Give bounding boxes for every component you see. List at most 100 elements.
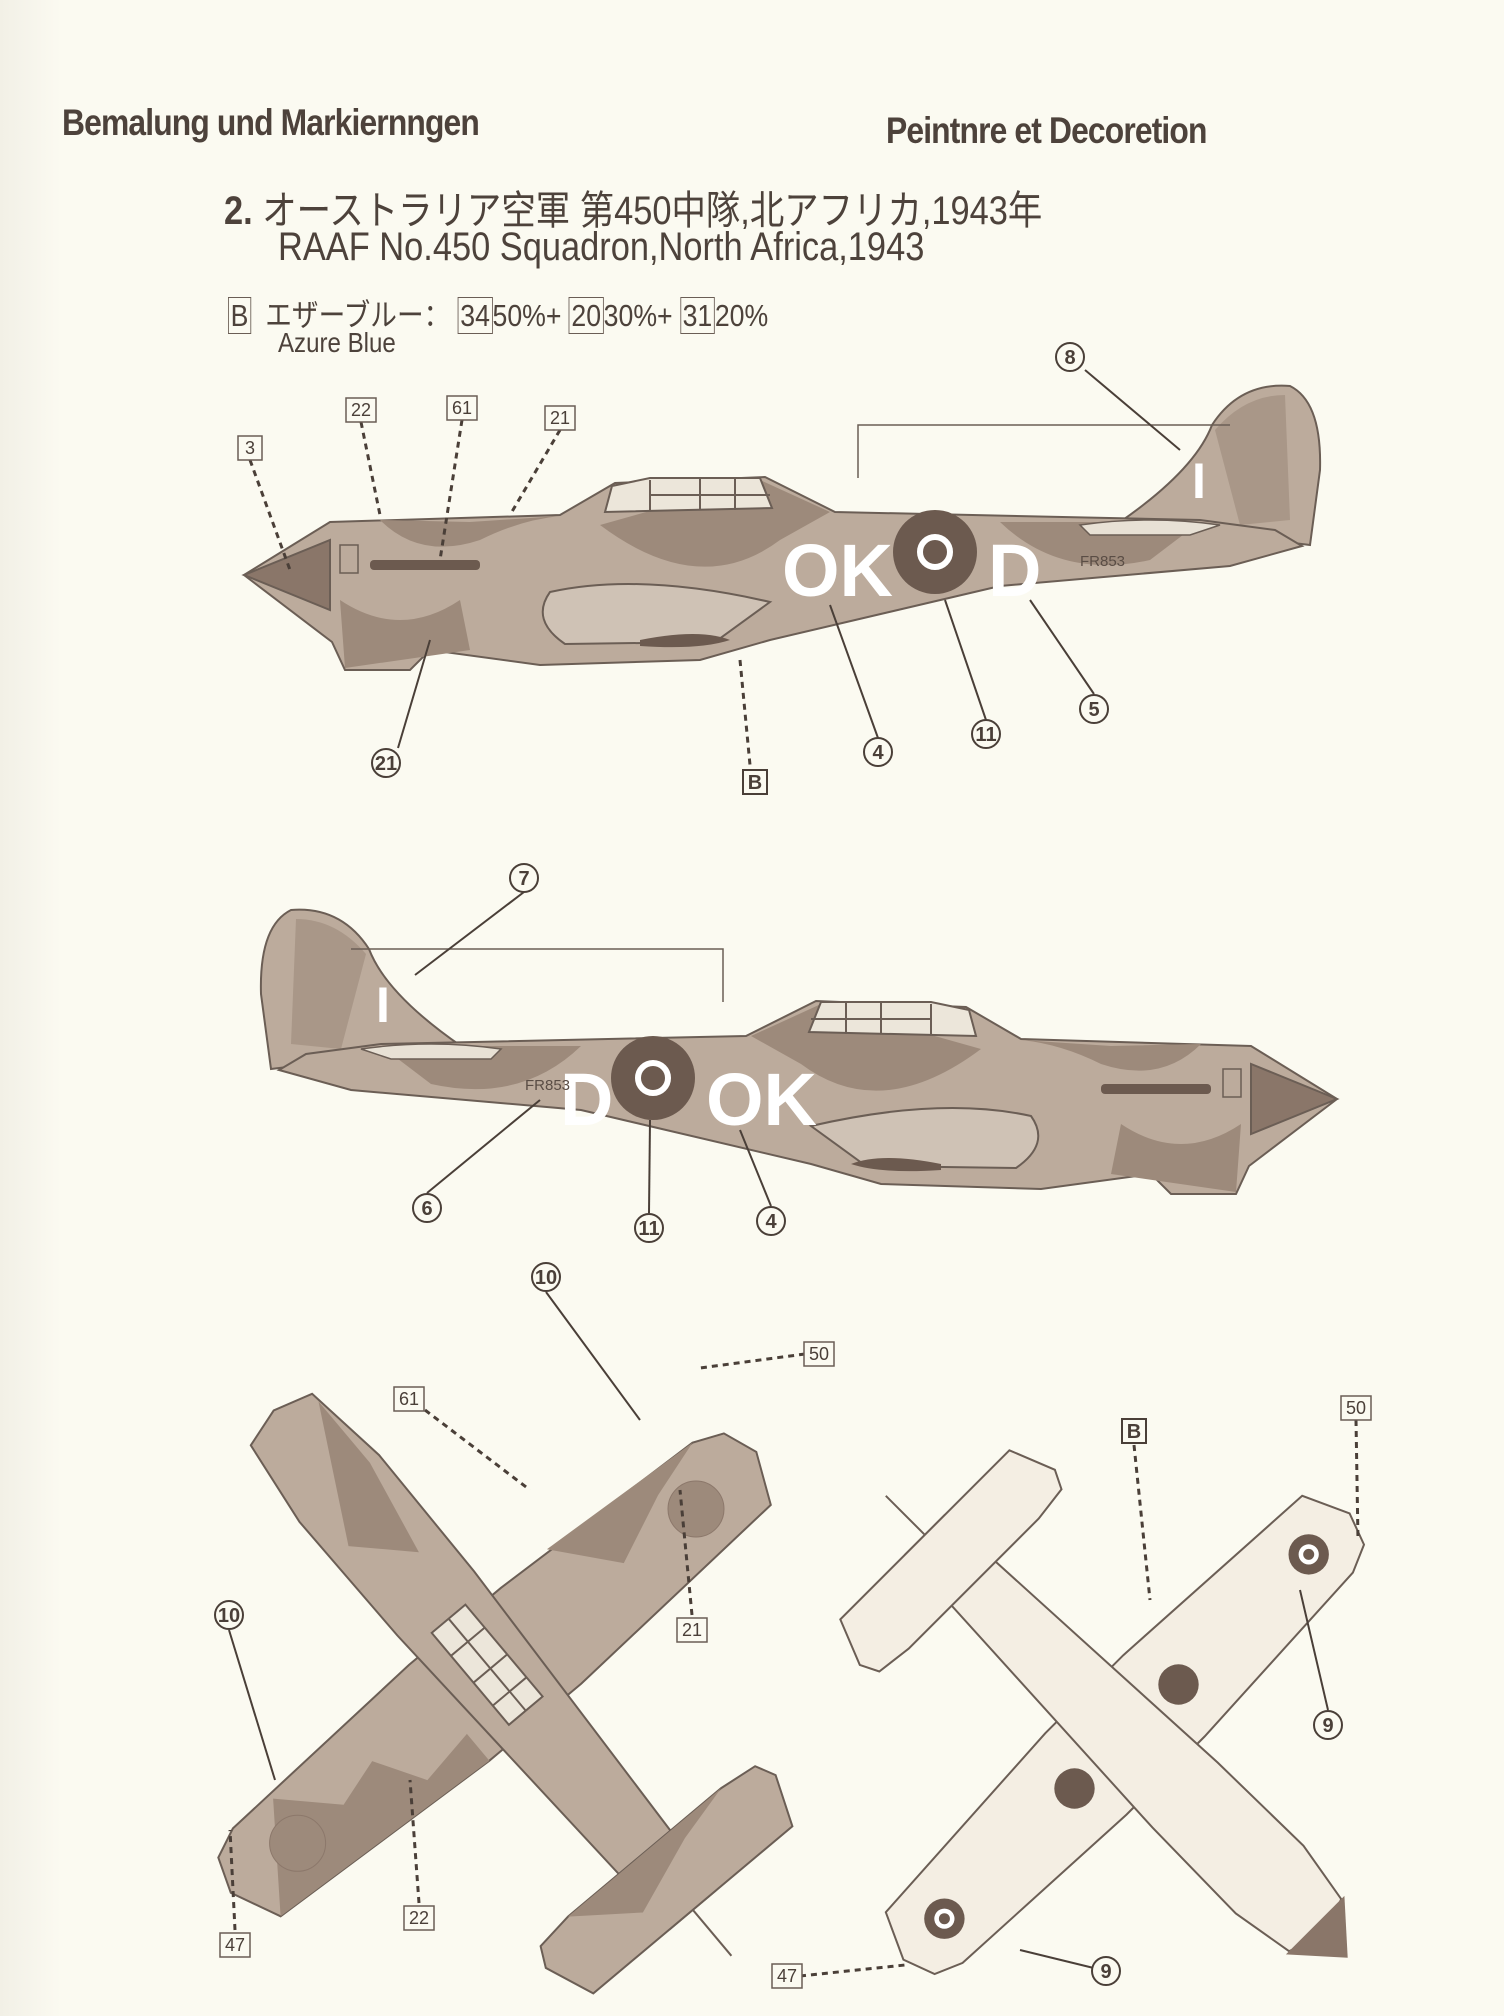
- svg-text:3: 3: [245, 438, 255, 458]
- svg-text:11: 11: [638, 1218, 659, 1240]
- paint-code: 20: [568, 297, 604, 334]
- svg-text:4: 4: [765, 1211, 777, 1233]
- svg-text:22: 22: [351, 400, 371, 420]
- dashed-leader-lines: [228, 419, 1360, 1978]
- scan-edge-shadow: [0, 0, 62, 2016]
- callout-4: 4: [863, 737, 893, 767]
- callout-9: 9: [1313, 1710, 1343, 1740]
- squadron-code: OK: [782, 529, 893, 612]
- paint-callout-22: 22: [345, 397, 377, 423]
- scheme-title-en: RAAF No.450 Squadron,North Africa,1943: [278, 225, 925, 269]
- paint-pct: 30%+: [603, 298, 673, 333]
- svg-text:7: 7: [518, 868, 529, 890]
- svg-text:61: 61: [399, 1389, 419, 1409]
- panel-line: [885, 1495, 926, 1536]
- wing-roundel: [269, 1814, 327, 1872]
- svg-text:22: 22: [409, 1908, 429, 1928]
- title-jp-text: オーストラリア空軍 第450中隊,北アフリカ,1943年: [262, 189, 1043, 233]
- panel-line: [692, 1909, 733, 1957]
- roundel-center: [938, 1913, 950, 1925]
- svg-text:50: 50: [809, 1344, 829, 1364]
- top-view: [217, 1392, 794, 1995]
- callout-9: 9: [1091, 1956, 1121, 1986]
- callout-8: 8: [1055, 342, 1085, 372]
- camo-patch: [318, 1401, 419, 1553]
- color-name-en: Azure Blue: [278, 327, 396, 358]
- roundel-center: [1303, 1548, 1315, 1560]
- callout-7: 7: [509, 863, 539, 893]
- svg-text:9: 9: [1322, 1715, 1333, 1737]
- panel-line: [447, 1618, 527, 1712]
- serial-number: FR853: [525, 1077, 570, 1094]
- paint-callouts: 3 22 61 21 50 61 21 22 47 50 47: [219, 395, 1372, 1989]
- svg-text:B: B: [1127, 1421, 1141, 1443]
- callout-5: 5: [1079, 694, 1109, 724]
- paint-pct: 50%+: [492, 298, 562, 333]
- camo-patch: [273, 1733, 490, 1917]
- svg-text:21: 21: [375, 753, 397, 775]
- svg-text:9: 9: [1100, 1961, 1111, 1983]
- paint-callout-22: 22: [403, 1905, 435, 1931]
- aircraft-letter: D: [988, 529, 1041, 612]
- callout-21: 21: [371, 748, 401, 778]
- paint-callout-50: 50: [803, 1341, 835, 1367]
- bottom-view: [839, 1449, 1366, 1976]
- svg-text:6: 6: [421, 1198, 432, 1220]
- scheme-number: 2.: [224, 189, 253, 233]
- callout-b: B: [742, 769, 768, 795]
- callout-6: 6: [412, 1193, 442, 1223]
- svg-text:10: 10: [535, 1267, 557, 1289]
- paint-callout-21: 21: [676, 1617, 708, 1643]
- callout-4: 4: [756, 1206, 786, 1236]
- fin-letter: I: [1192, 453, 1206, 509]
- color-key-b: B: [228, 297, 251, 334]
- aircraft-letter: D: [560, 1058, 613, 1141]
- wing-roundel: [1054, 1768, 1095, 1809]
- wing-roundel: [667, 1480, 725, 1538]
- spinner: [1285, 1895, 1348, 1958]
- side-view-port: D OK FR853 I: [259, 908, 1338, 1195]
- paint-callout-61: 61: [393, 1386, 425, 1412]
- callout-10: 10: [531, 1262, 561, 1292]
- paint-callout-3: 3: [237, 435, 263, 461]
- paint-callout-50: 50: [1340, 1395, 1372, 1421]
- color-name-jp: エザーブルー：: [265, 298, 451, 333]
- paint-pct: 20%: [714, 298, 769, 333]
- roundel: [893, 510, 977, 594]
- roundel-center: [635, 1060, 671, 1096]
- callout-10: 10: [214, 1600, 244, 1630]
- paint-callout-47: 47: [771, 1963, 803, 1989]
- callout-11: 11: [634, 1213, 664, 1243]
- scheme-title-jp: 2. オーストラリア空軍 第450中隊,北アフリカ,1943年: [224, 178, 1042, 236]
- svg-text:4: 4: [872, 742, 884, 764]
- header-german: Bemalung und Markiernngen: [62, 102, 480, 143]
- svg-text:8: 8: [1064, 347, 1075, 369]
- paint-callout-47: 47: [219, 1932, 251, 1958]
- svg-text:61: 61: [452, 398, 472, 418]
- fin-letter: I: [376, 977, 390, 1033]
- paint-callout-61: 61: [446, 395, 478, 421]
- svg-text:5: 5: [1088, 699, 1099, 721]
- tailplane: [839, 1449, 1063, 1673]
- serial-number: FR853: [1080, 553, 1125, 570]
- camo-patch: [546, 1442, 693, 1564]
- callout-11: 11: [971, 719, 1001, 749]
- svg-text:10: 10: [218, 1605, 240, 1627]
- wing-roundel: [1158, 1664, 1199, 1705]
- side-view-starboard: OK D FR853 I: [243, 384, 1322, 671]
- svg-text:21: 21: [682, 1620, 702, 1640]
- roundel-center: [917, 534, 953, 570]
- callout-b: B: [1121, 1418, 1147, 1444]
- svg-text:21: 21: [550, 408, 570, 428]
- paint-code: 31: [680, 297, 715, 334]
- svg-text:50: 50: [1346, 1398, 1366, 1418]
- svg-text:47: 47: [777, 1966, 797, 1986]
- camo-patch: [568, 1788, 722, 1917]
- squadron-code: OK: [706, 1058, 817, 1141]
- svg-text:B: B: [748, 772, 762, 794]
- svg-text:11: 11: [975, 724, 996, 746]
- roundel: [611, 1036, 695, 1120]
- paint-code: 34: [457, 297, 493, 334]
- paint-callout-21: 21: [544, 405, 576, 431]
